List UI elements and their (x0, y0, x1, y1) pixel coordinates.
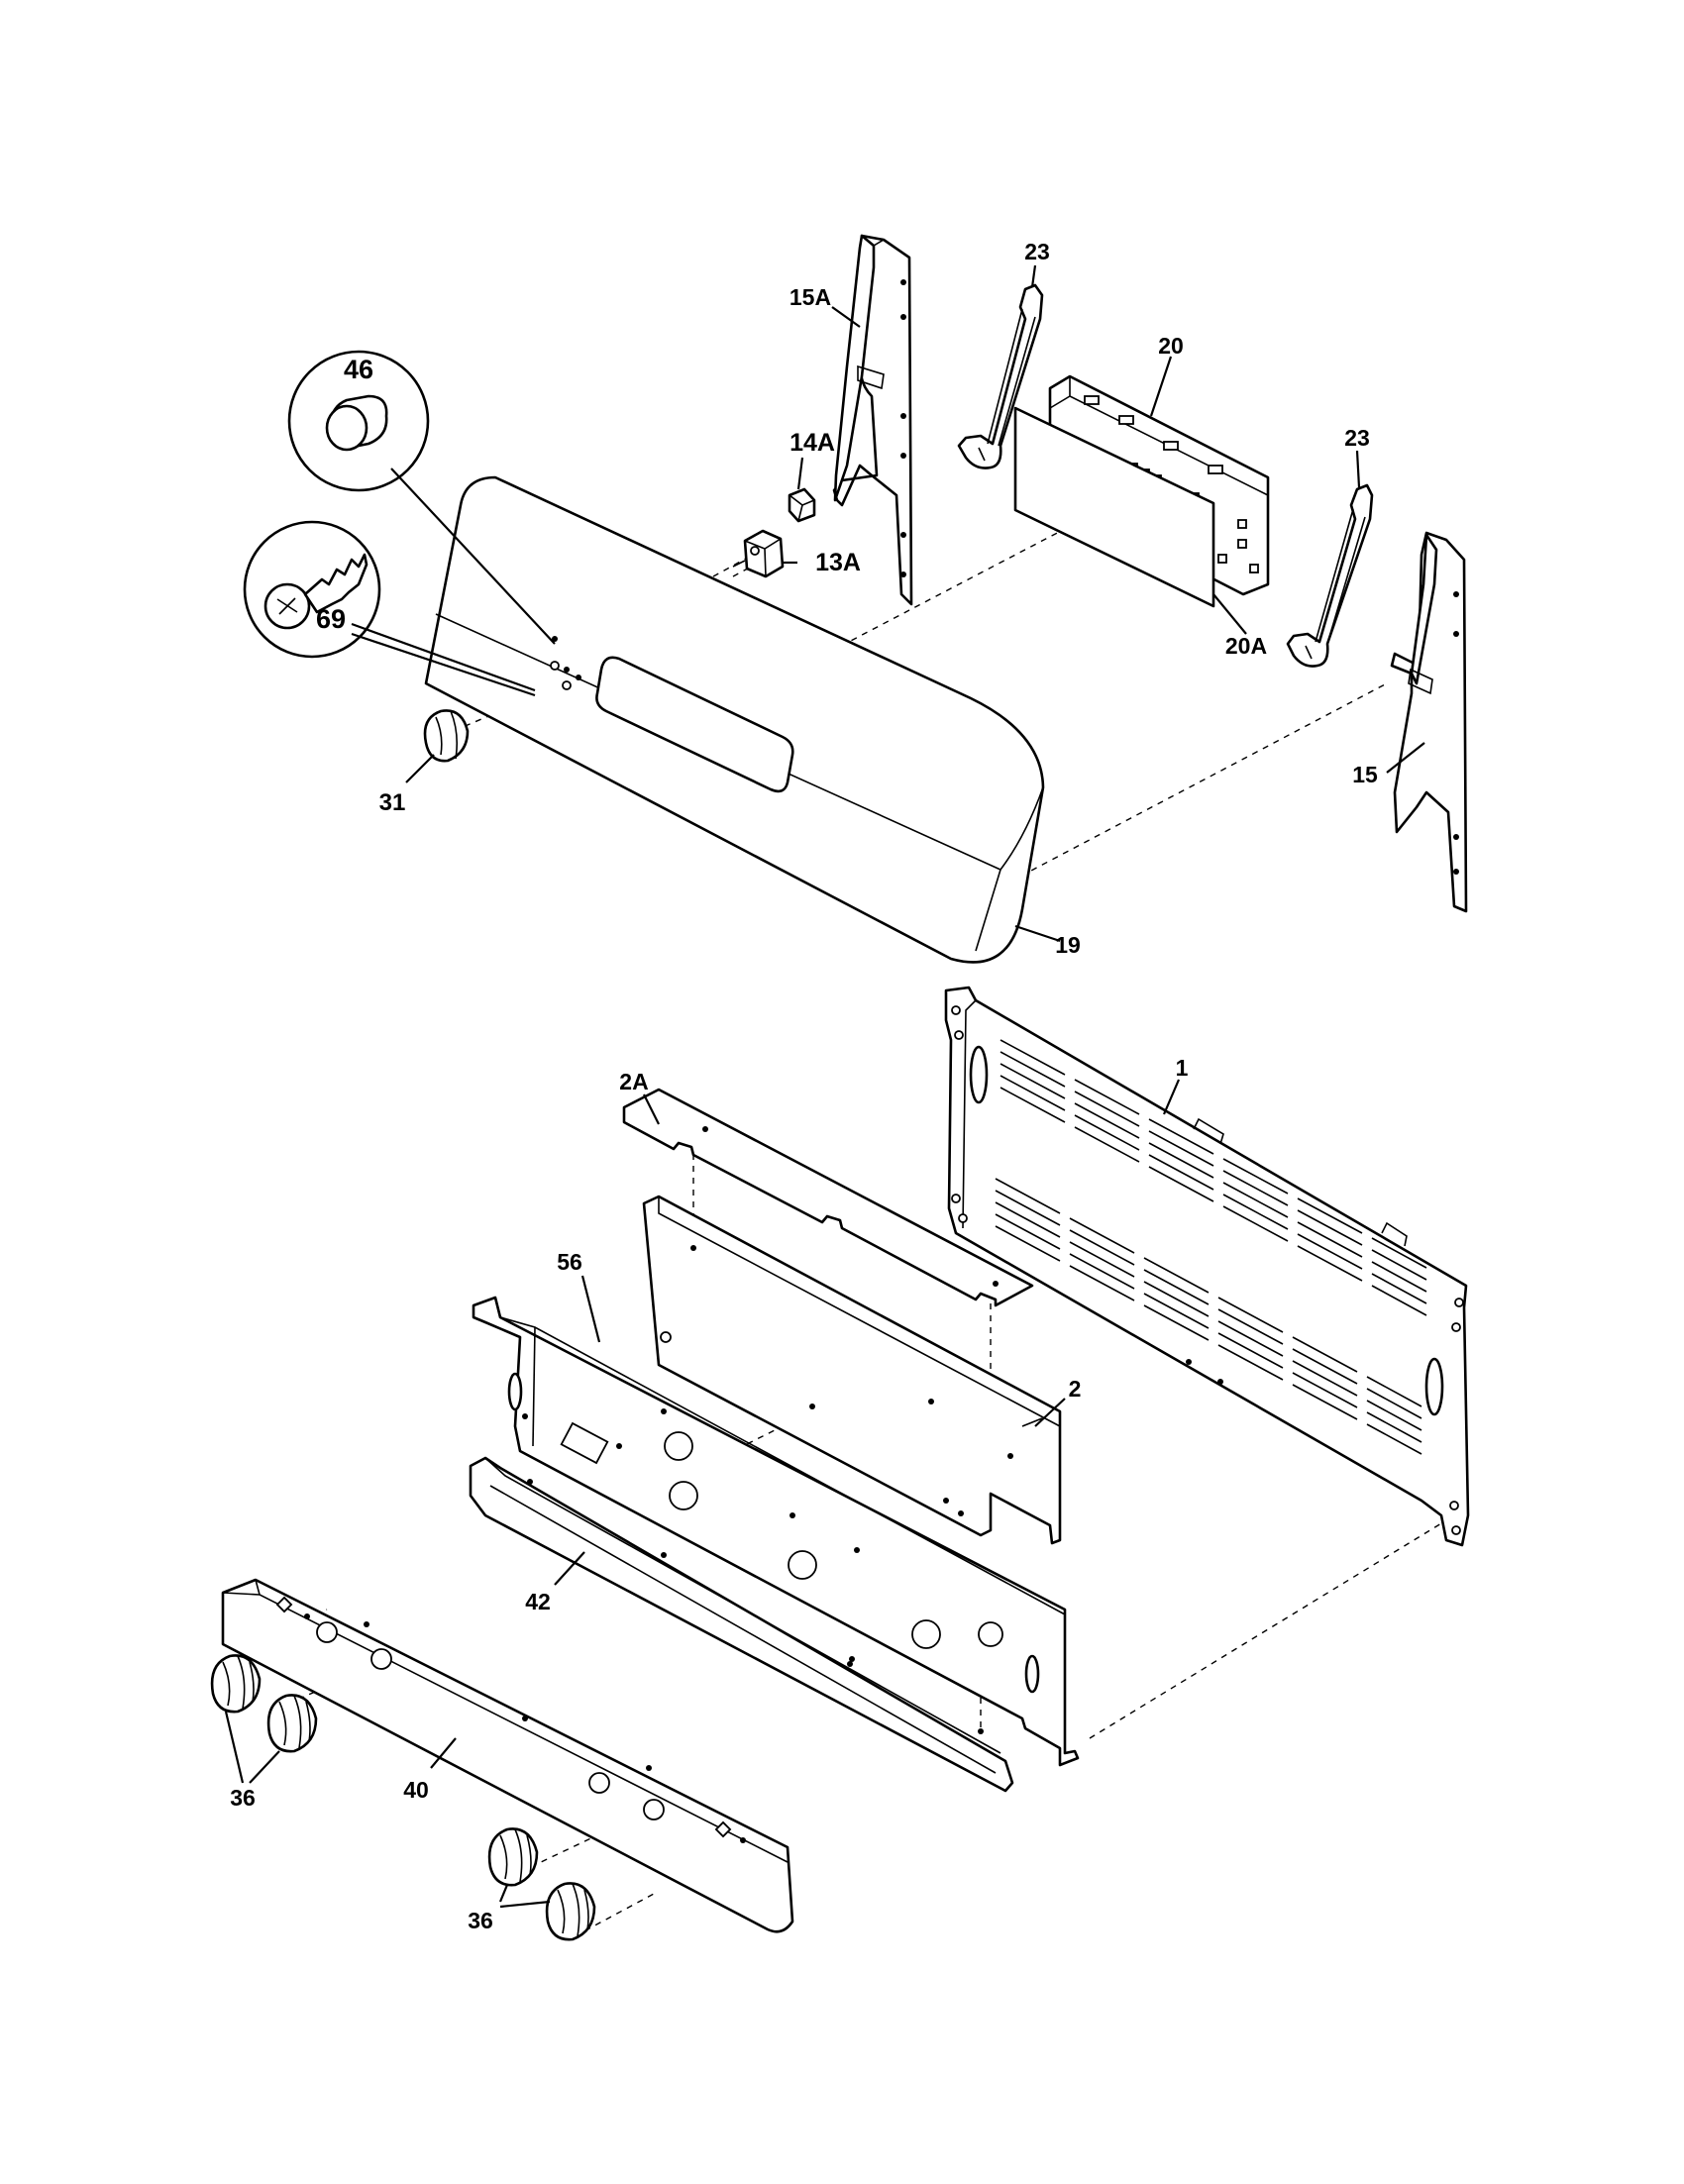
part-2a-shield (622, 1088, 1034, 1307)
part-14a-switch (788, 487, 816, 523)
label-19: 19 (1055, 932, 1081, 958)
label-40: 40 (403, 1777, 429, 1803)
part-15-right-bracket (1390, 531, 1468, 913)
label-20a: 20A (1225, 633, 1267, 659)
label-56: 56 (557, 1249, 582, 1275)
part-31-knob (423, 709, 470, 763)
label-20: 20 (1158, 333, 1184, 359)
part-20a-overlay-panel (1013, 406, 1215, 608)
label-42: 42 (525, 1589, 551, 1614)
label-15: 15 (1352, 762, 1378, 787)
label-36-upper: 36 (230, 1785, 256, 1811)
part-42-trim (469, 1456, 1014, 1793)
detail-callout-46 (287, 350, 556, 645)
part-1-back-panel (944, 986, 1470, 1547)
part-36-knob-upper-left-b (266, 1694, 318, 1753)
part-23-upper-bracket (957, 283, 1044, 469)
part-15a-left-bracket (832, 234, 913, 606)
detail-callout-69 (243, 520, 536, 697)
label-15a: 15A (789, 284, 831, 310)
label-31: 31 (379, 789, 406, 816)
part-23-lower-bracket (1286, 483, 1374, 668)
part-40-lower-control-panel (221, 1578, 794, 1933)
part-13a-switch (732, 529, 785, 578)
part-19-console-panel (424, 475, 1045, 964)
label-14a: 14A (789, 429, 835, 457)
part-36-knob-upper-left-a (210, 1654, 262, 1714)
leader-lines (224, 264, 1425, 1909)
part-36-knob-lower-right-b (545, 1882, 596, 1941)
label-2: 2 (1069, 1376, 1082, 1402)
label-23-lower: 23 (1344, 425, 1370, 451)
label-13a: 13A (815, 549, 861, 576)
part-36-knob-lower-right-a (487, 1827, 539, 1887)
label-2a: 2A (619, 1069, 648, 1094)
label-23-upper: 23 (1024, 239, 1050, 264)
label-36-lower: 36 (468, 1908, 493, 1933)
part-labels: 46 69 15A 14A 13A 23 20 20A 23 15 31 19 … (230, 239, 1378, 1933)
label-1: 1 (1176, 1055, 1189, 1081)
louver-group-bottom (995, 1178, 1422, 1455)
part-2-backguard-panel (642, 1195, 1062, 1545)
part-56-rear-shield (472, 1296, 1080, 1767)
label-69: 69 (316, 604, 346, 634)
louver-group-top (1000, 1039, 1427, 1316)
label-46: 46 (344, 355, 373, 384)
